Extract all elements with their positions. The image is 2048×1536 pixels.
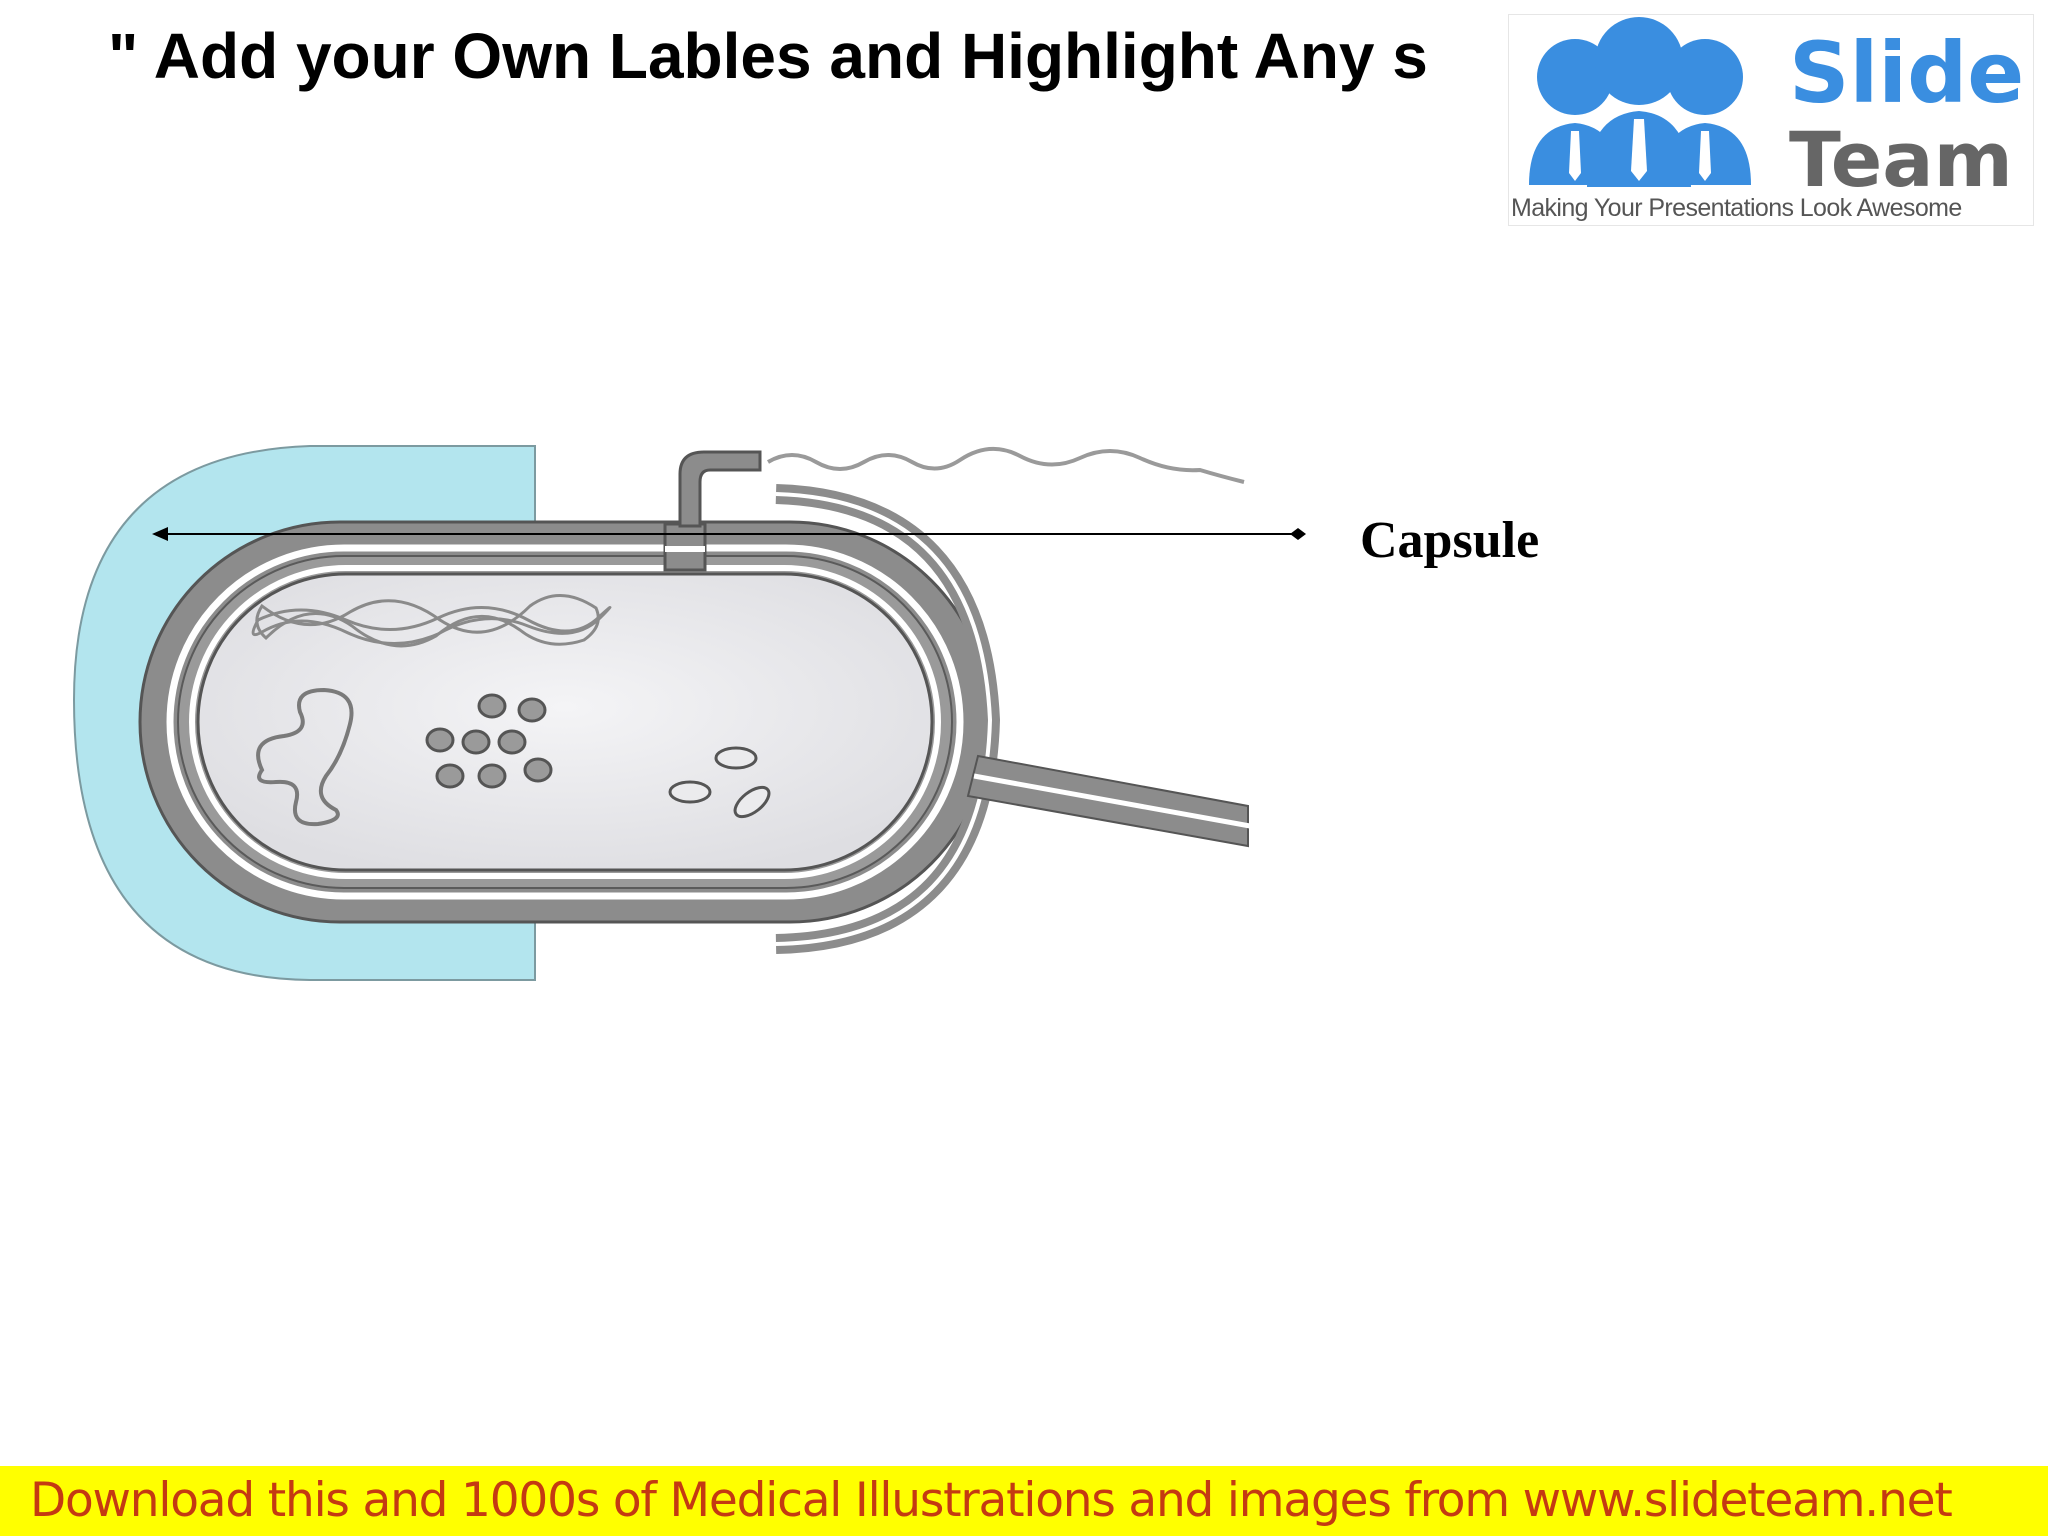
capsule-pointer [152, 527, 1306, 541]
logo-word-team: Team [1789, 115, 2013, 204]
slideteam-logo: Slide Team Making Your Presentations Loo… [1508, 14, 2034, 226]
logo-word-slide: Slide [1789, 24, 2025, 122]
ribosome-cluster [425, 693, 553, 789]
outer-membrane [166, 544, 964, 900]
logo-tagline: Making Your Presentations Look Awesome [1511, 194, 1962, 222]
plasmid [256, 687, 354, 827]
capsule-label: Capsule [1360, 512, 1540, 569]
plasma-membrane [189, 565, 941, 879]
footer-banner: Download this and 1000s of Medical Illus… [0, 1466, 2048, 1536]
people-logo-icon [1529, 17, 1751, 187]
footer-text[interactable]: Download this and 1000s of Medical Illus… [30, 1473, 1953, 1528]
flagellum-wave [766, 446, 1245, 484]
inclusion-bodies [668, 746, 771, 819]
pilus [663, 450, 762, 572]
flagellum [966, 754, 1251, 848]
slide-title: " Add your Own Lables and Highlight Any … [108, 20, 1428, 92]
